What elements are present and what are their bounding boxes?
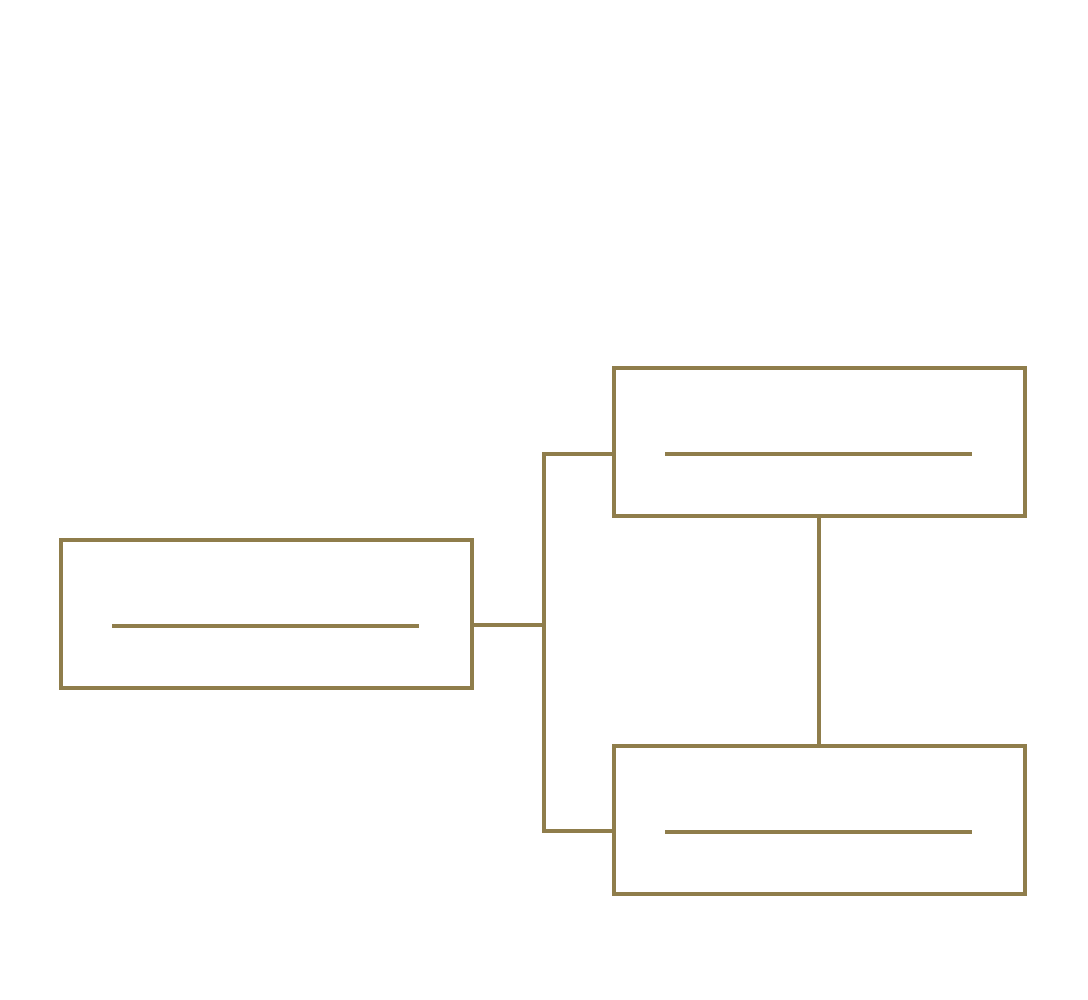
node-root[interactable] <box>59 538 474 690</box>
node-child-top[interactable] <box>612 366 1027 518</box>
node-child-bottom[interactable] <box>612 744 1027 896</box>
